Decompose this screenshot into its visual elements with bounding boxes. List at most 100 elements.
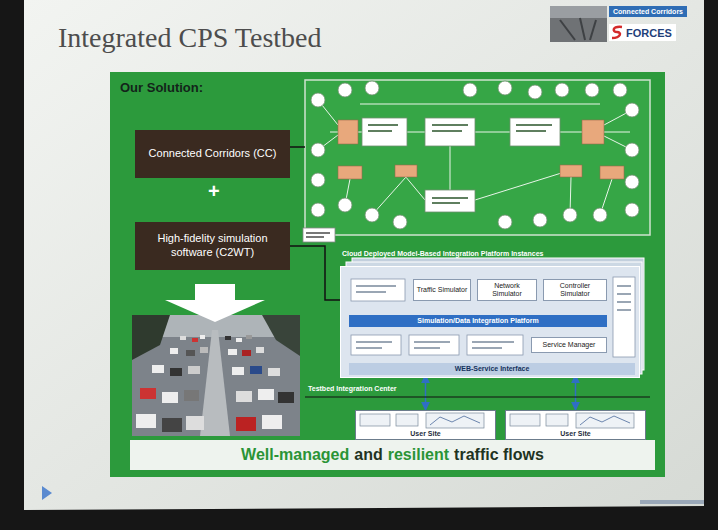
traffic-photo: [200, 347, 208, 353]
cc-architecture-diagram: [311, 81, 639, 229]
connector: [290, 246, 340, 300]
cc-architecture-diagram: [475, 170, 571, 200]
plus-sign: +: [208, 180, 220, 203]
cc-architecture-diagram: [425, 190, 475, 212]
cc-architecture-diagram: [533, 213, 547, 227]
traffic-photo: [132, 315, 300, 337]
user-site-graphics: [426, 413, 484, 428]
cc-architecture-diagram: [625, 203, 639, 217]
cc-architecture-diagram: [600, 166, 624, 179]
cc-architecture-diagram: [432, 197, 468, 199]
down-arrow: [165, 284, 265, 322]
slide-nav-arrow: [42, 486, 52, 500]
logo-photo: [550, 6, 607, 42]
cc-architecture-diagram: [400, 170, 425, 200]
cc-architecture-diagram: [432, 202, 460, 204]
node-text: High-fidelity simulation software (C2WT): [145, 232, 280, 260]
cc-architecture-diagram: [338, 120, 358, 144]
cc-architecture-diagram: [360, 104, 600, 105]
cloud-inner-graphics: [414, 347, 440, 349]
cc-architecture-diagram: [330, 132, 630, 133]
integration-center-line: [305, 396, 650, 397]
cc-architecture-diagram: [318, 135, 338, 150]
cc-architecture-diagram: [318, 100, 632, 215]
cc-architecture-diagram: [362, 118, 560, 212]
cc-architecture-diagram: [625, 103, 639, 117]
traffic-photo: [278, 392, 294, 403]
cc-architecture-diagram: [613, 83, 627, 97]
connector: [575, 375, 577, 410]
cc-architecture-diagram: [432, 130, 462, 132]
cc-architecture-diagram: [570, 177, 571, 215]
traffic-photo: [200, 330, 230, 436]
cc-architecture-diagram: [432, 124, 468, 126]
logo-photo: [560, 20, 575, 40]
cloud-inner-graphics: [613, 277, 635, 357]
cloud-inner-graphics: [356, 341, 392, 343]
forces-logo-icon: [612, 27, 622, 38]
cc-architecture-diagram: [600, 179, 612, 215]
traffic-photo: [186, 416, 204, 430]
traffic-photo: [200, 335, 205, 339]
user-site-graphics: [510, 414, 540, 426]
traffic-photo: [132, 315, 300, 436]
service-box: Service Manager: [531, 337, 607, 353]
panel-graphics: [132, 80, 650, 436]
connector: [425, 375, 427, 410]
user-site-graphics: [360, 414, 390, 426]
traffic-photo: [236, 338, 242, 342]
integration-bar: Simulation/Data Integration Platform: [349, 315, 607, 327]
cc-architecture-diagram: [498, 215, 512, 229]
cc-architecture-diagram: [625, 143, 639, 157]
cc-architecture-diagram: [463, 83, 477, 97]
traffic-photo: [184, 390, 199, 401]
cc-architecture-diagram: [425, 118, 475, 146]
simulator-box: Traffic Simulator: [413, 279, 471, 301]
traffic-photo: [192, 338, 198, 342]
user-site-box: User Site: [355, 410, 496, 440]
user-site-graphics: [580, 416, 630, 425]
cloud-inner-graphics: [617, 293, 631, 295]
cc-architecture-diagram: [555, 83, 569, 97]
cloud-inner-graphics: [617, 285, 631, 287]
simulator-box: Controller Simulator: [543, 279, 607, 301]
user-site-graphics: [430, 416, 480, 425]
cc-architecture-diagram: [516, 124, 552, 126]
logo-photo: [550, 6, 607, 18]
traffic-photo: [258, 389, 274, 400]
cc-architecture-diagram: [625, 175, 639, 189]
logo-photo: [590, 20, 596, 40]
traffic-photo: [186, 350, 195, 356]
cc-architecture-diagram: [311, 143, 325, 157]
cc-architecture-diagram: [372, 177, 406, 215]
traffic-photo: [132, 315, 300, 436]
logo-wordmark: FORCES: [609, 24, 676, 41]
model-library-box: [303, 228, 335, 242]
node-text: Controller Simulator: [546, 282, 604, 297]
node-text: Connected Corridors: [613, 8, 683, 15]
traffic-photo: [162, 418, 182, 432]
cc-architecture-diagram: [528, 85, 542, 99]
cc-architecture-diagram: [560, 165, 582, 177]
node-text: Traffic Simulator: [417, 286, 468, 294]
traffic-photo: [132, 315, 170, 360]
traffic-photo: [162, 392, 178, 403]
traffic-photo: [228, 349, 237, 355]
node-text: Simulation/Data Integration Platform: [417, 317, 538, 325]
cc-architecture-diagram: [593, 208, 607, 222]
cloud-inner-graphics: [617, 309, 631, 311]
node-text: FORCES: [626, 27, 672, 39]
node-text: User Site: [560, 430, 590, 437]
cloud-inner-graphics: [351, 335, 401, 355]
node-text: Service Manager: [543, 341, 596, 349]
cc-architecture-diagram: [311, 203, 325, 217]
solution-box: High-fidelity simulation software (C2WT): [135, 222, 290, 270]
traffic-photo: [262, 415, 282, 429]
cc-architecture-diagram: [311, 173, 325, 187]
cc-architecture-diagram: [368, 130, 392, 132]
traffic-photo: [136, 414, 156, 428]
solution-box: Connected Corridors (CC): [135, 130, 290, 178]
cc-architecture-diagram: [563, 208, 577, 222]
traffic-photo: [262, 315, 300, 356]
